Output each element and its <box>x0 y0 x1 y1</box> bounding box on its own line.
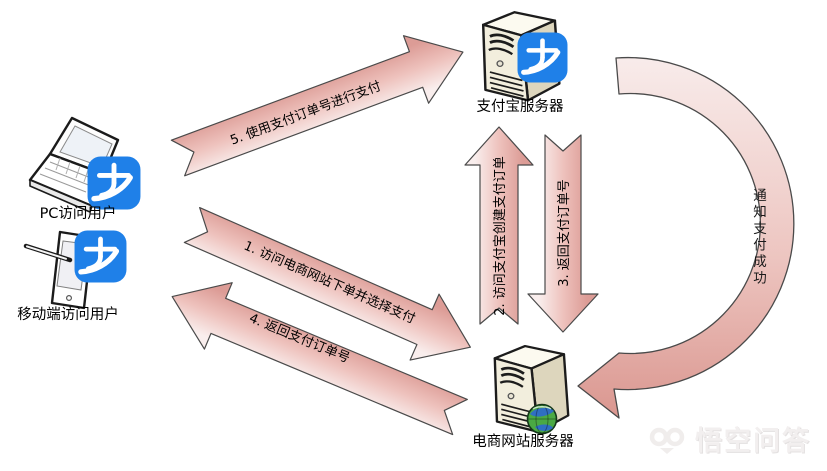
arrow-step2-label: 2. 访问支付宝创建支付订单 <box>493 156 508 316</box>
arrow-step5 <box>170 35 464 177</box>
wukong-logo-icon <box>649 427 685 454</box>
arrow-step3 <box>527 134 599 333</box>
arrow-notify-success <box>577 56 795 419</box>
alipay-logo-icon <box>518 33 568 83</box>
alipay-logo-icon <box>75 231 127 283</box>
arrow-step3-label: 3. 返回支付订单号 <box>557 179 572 287</box>
ecommerce-server-icon <box>493 344 570 435</box>
arrow-step4 <box>171 282 468 436</box>
alipay-server-icon <box>481 10 568 102</box>
alipay-logo-icon <box>88 157 141 210</box>
mobile-user-label: 移动端访问用户 <box>17 306 119 323</box>
globe-icon <box>526 403 558 435</box>
arrow-step1 <box>183 207 471 361</box>
pc-user-label: PC访问用户 <box>40 205 117 222</box>
stylus-icon <box>23 243 73 263</box>
watermark: 悟空问答 <box>646 419 811 458</box>
arrow-notify-label: 通知支付成功 <box>750 188 766 287</box>
arrow-step1-label: 1. 访问电商网站下单并选择支付 <box>241 239 417 327</box>
watermark-text: 悟空问答 <box>695 426 811 457</box>
ecommerce-server-label: 电商网站服务器 <box>472 433 574 450</box>
alipay-server-label: 支付宝服务器 <box>477 98 564 115</box>
arrow-step2 <box>464 126 534 325</box>
